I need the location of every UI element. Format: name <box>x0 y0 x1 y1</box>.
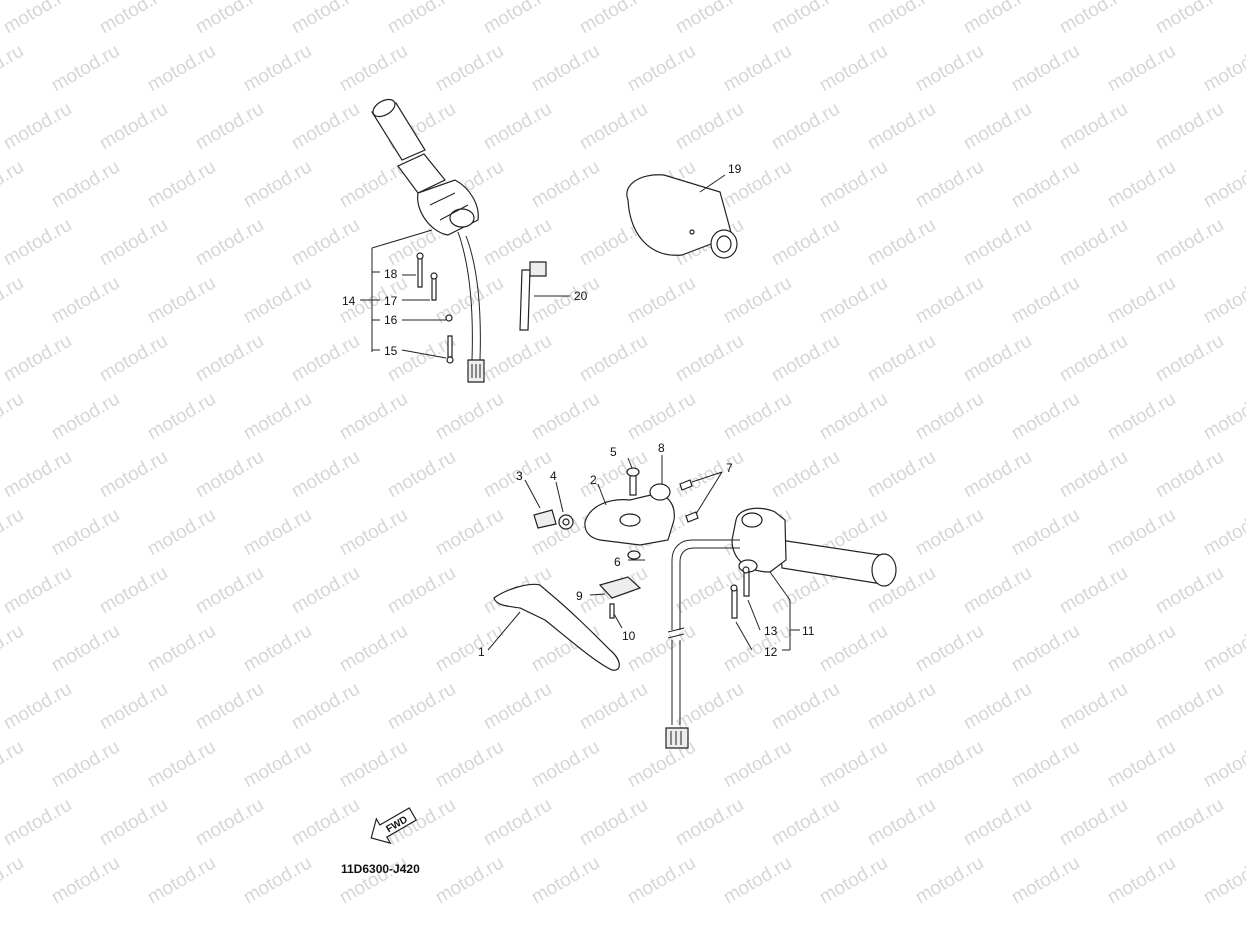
screw-7a <box>679 479 693 491</box>
right-switch-connector <box>665 727 689 749</box>
callout-14: 14 <box>342 294 356 308</box>
screw-18 <box>417 257 423 288</box>
right-grip <box>779 539 889 586</box>
callout-7: 7 <box>726 461 733 475</box>
washer-16 <box>445 314 453 322</box>
screw-10 <box>609 603 615 619</box>
callout-13: 13 <box>764 624 778 638</box>
fwd-arrow: FWD <box>370 807 418 845</box>
callout-6: 6 <box>614 555 621 569</box>
left-handlebar-switch <box>360 98 485 383</box>
left-grip-flange <box>397 153 446 194</box>
callout-12: 12 <box>764 645 778 659</box>
callout-9: 9 <box>576 589 583 603</box>
callout-20: 20 <box>574 289 588 303</box>
callout-16: 16 <box>384 313 398 327</box>
right-switch-cable <box>671 539 740 630</box>
screw-17 <box>431 277 437 301</box>
callout-1: 1 <box>478 645 485 659</box>
fwd-label: FWD <box>384 814 409 835</box>
callout-2: 2 <box>590 473 597 487</box>
callout-5: 5 <box>610 445 617 459</box>
callout-10: 10 <box>622 629 636 643</box>
adjuster-bolt-3 <box>533 509 557 529</box>
callout-4: 4 <box>550 469 557 483</box>
callout-labels: 1 2 3 4 5 6 7 8 9 10 11 12 13 14 15 16 1… <box>342 162 815 659</box>
callout-3: 3 <box>516 469 523 483</box>
screw-15 <box>447 335 453 358</box>
callout-19: 19 <box>728 162 742 176</box>
callout-8: 8 <box>658 441 665 455</box>
callout-17: 17 <box>384 294 398 308</box>
screw-12 <box>731 589 738 619</box>
screw-13 <box>743 571 750 597</box>
left-switch-cable <box>457 231 473 361</box>
clutch-lever-1 <box>493 583 620 671</box>
right-handlebar-switch <box>665 507 897 749</box>
clutch-switch-9 <box>598 576 642 599</box>
part-19-cover <box>626 174 738 259</box>
nut-6 <box>627 550 641 560</box>
part-20-cable-tie <box>519 261 570 331</box>
callout-18: 18 <box>384 267 398 281</box>
screw-7b <box>685 511 699 523</box>
callout-15: 15 <box>384 344 398 358</box>
diagram-code: 11D6300-J420 <box>341 862 420 876</box>
lever-holder-assembly <box>487 455 723 671</box>
callout-11: 11 <box>802 624 815 638</box>
